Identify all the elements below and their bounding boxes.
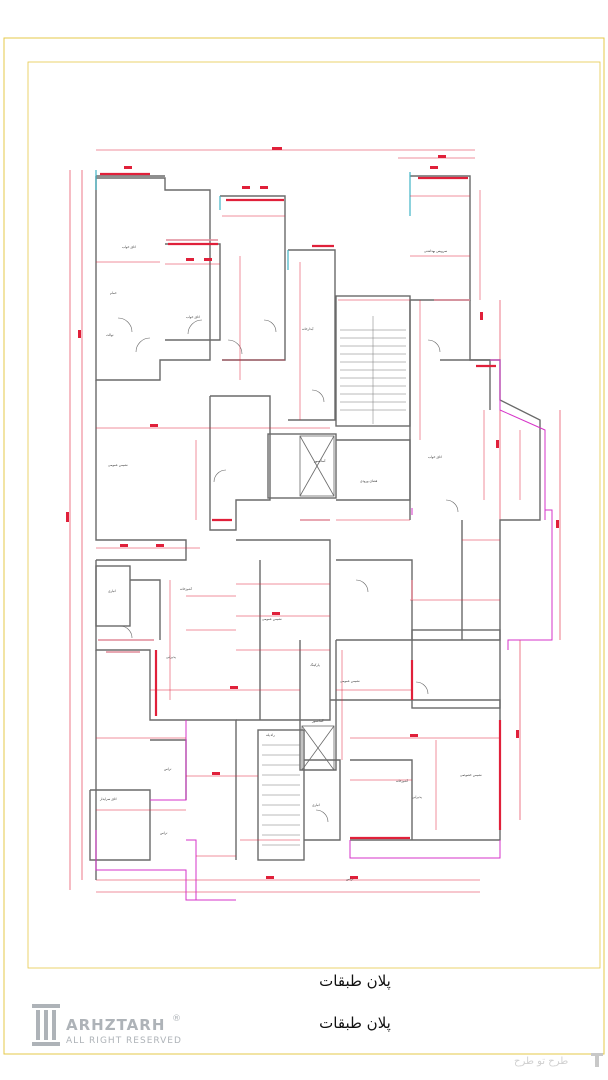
dimension-ticks xyxy=(66,147,559,879)
room-label: نشیمن خصوصی xyxy=(460,773,482,777)
room-label: آسانسور xyxy=(313,459,326,463)
room-label: نشیمن عمومی xyxy=(262,617,282,621)
room-label: توالت xyxy=(106,333,114,337)
room-label: آشپزخانه xyxy=(180,587,192,591)
brand-rights: ALL RIGHT RESERVED xyxy=(66,1036,182,1046)
room-label: آسانسور xyxy=(311,719,324,723)
overall-dimensions xyxy=(69,149,561,893)
pillar-icon xyxy=(32,1004,60,1046)
elevator-shafts xyxy=(299,435,335,771)
room-label: انباری xyxy=(312,803,320,807)
interior-dimensions xyxy=(96,190,521,857)
brand-logo: ARHZTARH ® ALL RIGHT RESERVED xyxy=(30,1000,190,1056)
room-label: پارکینگ xyxy=(310,662,320,667)
room-label: آشپزخانه xyxy=(396,779,408,783)
facade-blue-marks xyxy=(95,170,411,270)
sheet-border xyxy=(3,37,605,1055)
room-label: راه پله xyxy=(266,733,275,737)
brand-name: ARHZTARH xyxy=(66,1016,166,1034)
room-label: نشیمن عمومی xyxy=(340,679,360,683)
room-label: آبدارخانه xyxy=(302,327,314,331)
door-swings xyxy=(117,317,459,823)
registered-mark: ® xyxy=(172,1014,181,1024)
facade-strips xyxy=(100,172,502,840)
room-label: انباری xyxy=(108,589,116,593)
room-label: نشیمن عمومی xyxy=(108,463,128,467)
sheet-inner-border xyxy=(27,61,601,969)
watermark-text: طرح تو طرح xyxy=(514,1056,569,1067)
stair-treads xyxy=(262,316,406,846)
room-label: اتاق سرایدار xyxy=(99,797,117,801)
room-label: تراس xyxy=(160,831,168,835)
room-label: پذیرایی xyxy=(166,655,176,659)
exterior-outlines xyxy=(95,359,553,901)
drawing-subtitle: پلان طبقات xyxy=(319,1014,391,1032)
room-label: اتاق خواب xyxy=(186,315,200,319)
room-label: فضای ورودی xyxy=(360,479,378,483)
drawing-title: پلان طبقات xyxy=(319,972,391,990)
room-label: اتاق خواب xyxy=(122,245,136,249)
room-label: اتاق خواب xyxy=(428,455,442,459)
room-label: سرویس بهداشتی xyxy=(424,249,447,253)
watermark-icon xyxy=(591,1053,603,1067)
room-label: تراس xyxy=(164,767,172,771)
room-label: پذیرایی xyxy=(412,795,422,799)
partition-accents xyxy=(98,239,470,653)
room-label: تراس xyxy=(346,877,354,881)
room-labels: اتاق خواب اتاق خواب اتاق خواب سرویس بهدا… xyxy=(99,245,482,881)
room-label: حمام xyxy=(110,291,117,296)
